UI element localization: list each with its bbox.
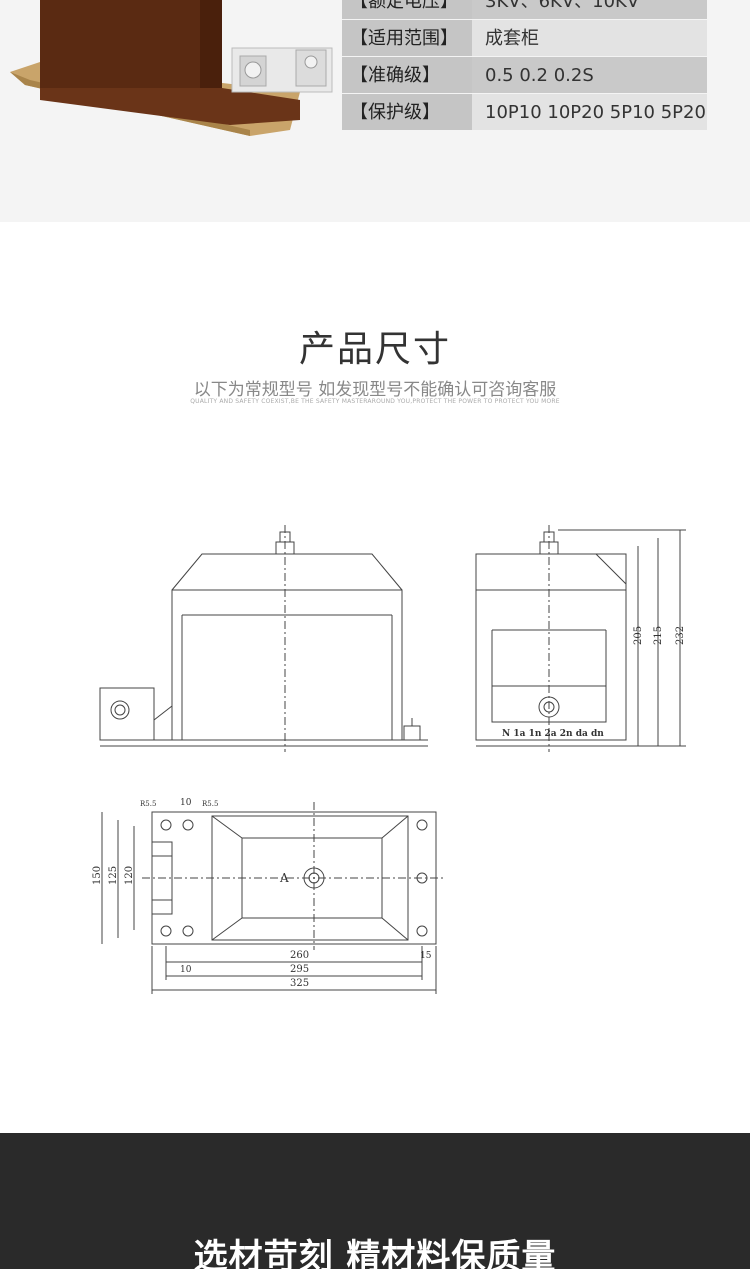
hole-label-right: R5.5 bbox=[202, 800, 218, 808]
side-dim-215: 215 bbox=[653, 626, 664, 645]
spec-row-voltage: 【额定电压】 3KV、6KV、10KV bbox=[342, 0, 707, 20]
plan-dim-325: 325 bbox=[290, 978, 309, 989]
product-photo bbox=[10, 0, 333, 136]
spec-row-protection: 【保护级】 10P10 10P20 5P10 5P20 bbox=[342, 94, 707, 131]
section-subtitle: 以下为常规型号 如发现型号不能确认可咨询客服 bbox=[193, 380, 557, 400]
side-dim-232: 232 bbox=[675, 626, 686, 645]
spec-section: 【额定电压】 3KV、6KV、10KV 【适用范围】 成套柜 【准确级】 0.5… bbox=[0, 0, 750, 222]
plan-dim-10-top: 10 bbox=[180, 798, 192, 808]
section-tagline: QUALITY AND SAFETY COEXIST,BE THE SAFETY… bbox=[190, 398, 560, 405]
plan-dim-15: 15 bbox=[420, 951, 432, 961]
spec-value: 10P10 10P20 5P10 5P20 bbox=[472, 94, 707, 131]
spec-row-accuracy: 【准确级】 0.5 0.2 0.2S bbox=[342, 57, 707, 94]
dimension-drawing: 205 215 232 N 1a 1n 2a 2n da dn 150 125 bbox=[92, 525, 686, 994]
spec-value: 成套柜 bbox=[472, 20, 707, 57]
plan-dim-10-bottom: 10 bbox=[180, 965, 192, 975]
terminal-labels: N 1a 1n 2a 2n da dn bbox=[502, 729, 604, 739]
spec-key: 【准确级】 bbox=[342, 57, 472, 94]
plan-dim-120: 120 bbox=[124, 866, 135, 885]
view-marker: A bbox=[279, 871, 289, 885]
materials-banner: 选材苛刻 精材料保质量 bbox=[0, 1133, 750, 1269]
materials-title: 选材苛刻 精材料保质量 bbox=[193, 1237, 557, 1269]
spec-key: 【保护级】 bbox=[342, 94, 472, 131]
spec-key: 【适用范围】 bbox=[342, 20, 472, 57]
hole-label-left: R5.5 bbox=[140, 800, 156, 808]
side-dim-205: 205 bbox=[633, 626, 644, 645]
spec-value: 3KV、6KV、10KV bbox=[472, 0, 707, 20]
side-view: 205 215 232 N 1a 1n 2a 2n da dn bbox=[475, 525, 686, 752]
plan-dim-150: 150 bbox=[92, 866, 103, 885]
spec-row-scope: 【适用范围】 成套柜 bbox=[342, 20, 707, 57]
plan-dim-295: 295 bbox=[290, 964, 309, 975]
plan-view: 150 125 120 260 295 325 10 10 15 R5.5 R5… bbox=[92, 798, 446, 994]
spec-value: 0.5 0.2 0.2S bbox=[472, 57, 707, 94]
section-title: 产品尺寸 bbox=[298, 329, 451, 370]
spec-key: 【额定电压】 bbox=[342, 0, 472, 20]
plan-dim-125: 125 bbox=[108, 866, 119, 885]
plan-dim-260: 260 bbox=[290, 950, 309, 961]
spec-table: 【额定电压】 3KV、6KV、10KV 【适用范围】 成套柜 【准确级】 0.5… bbox=[342, 0, 707, 131]
front-view bbox=[99, 525, 428, 752]
